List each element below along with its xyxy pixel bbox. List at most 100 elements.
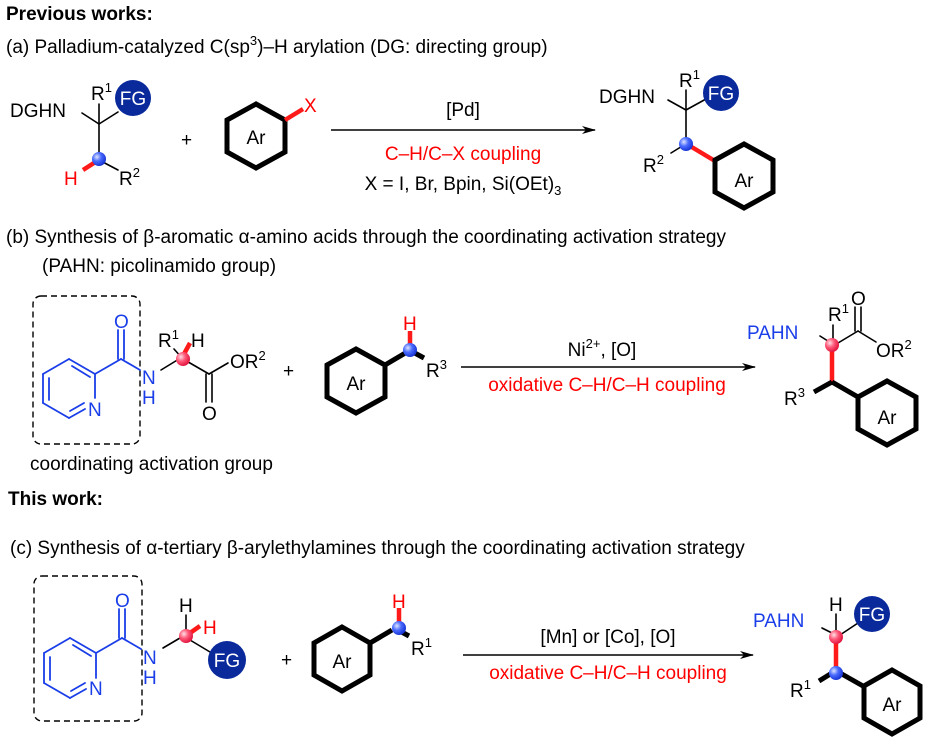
dghn-label: DGHN [10,101,66,122]
ar-label: Ar [883,695,903,716]
h-label: H [829,595,843,616]
header-previous-works: Previous works: [6,4,153,25]
h-label-red: H [64,169,78,190]
section-a-caption: (a) Palladium-catalyzed C(sp3)–H arylati… [6,33,548,58]
catalyst-label: Ni2+, [O] [568,336,637,361]
reactant-benzylic-substrate: Ar H R3 [324,314,447,416]
section-c-caption: (c) Synthesis of α-tertiary β-arylethyla… [10,538,745,559]
coordinating-group-label: coordinating activation group [30,454,273,475]
bond-ring-carbonyl [94,358,122,375]
dghn-label: DGHN [599,87,655,108]
h-label-red: H [392,592,406,613]
reactant-picolinamide-fg-substrate: N O N H H H FG [33,575,246,722]
r1-label: R1 [790,677,811,702]
r3-label: R3 [426,357,447,382]
arene-ring [861,667,923,737]
section-b-caption-line2: (PAHN: picolinamido group) [42,256,276,277]
bond-c-oester [857,330,877,343]
bond-n-c [821,627,833,634]
coupling-type-label: oxidative C–H/C–H coupling [489,663,727,684]
arene-ring [855,378,919,448]
plus-sign: + [281,650,292,671]
r1-label: R1 [828,301,849,326]
header-this-work: This work: [8,489,103,510]
pahn-label: PAHN [747,323,798,344]
bond-c-fg [685,98,707,111]
r1-label: R1 [411,635,432,660]
fg-circle [854,596,890,632]
amide-n-label: N [143,648,157,669]
r1-label: R1 [679,67,700,92]
blue-reactive-carbon [92,152,106,166]
r2-label: R2 [643,152,664,177]
reaction-arrow-a: [Pd] C–H/C–X coupling X = I, Br, Bpin, S… [331,100,596,198]
bond-ring-carbonyl [95,637,123,654]
bond-n-calpha [160,358,180,371]
bond-ring-benzylic [368,627,394,646]
h-label-red: H [403,314,417,335]
or2-label: OR2 [230,348,266,373]
bond-n-c [81,112,100,125]
h-label-black: H [179,596,193,617]
blue-reactive-carbon [679,137,693,151]
carbonyl-o-label: O [851,289,866,310]
section-b-caption-line1: (b) Synthesis of β-aromatic α-amino acid… [6,227,726,248]
amide-n-label: N [142,368,156,389]
bond-ring-benzylic [383,349,409,368]
bond-carbonyl-n [120,358,141,371]
ar-label: Ar [878,408,898,429]
catalyst-label: [Mn] or [Co], [O] [540,627,675,648]
coupling-type-label: oxidative C–H/C–H coupling [488,375,726,396]
product-b: PAHN R1 O OR2 R3 Ar [747,289,919,448]
or2-label: OR2 [876,337,912,362]
red-reactive-carbon [179,629,193,643]
ar-label: Ar [347,374,367,395]
fg-circle [703,75,739,111]
r2-label: R2 [119,165,140,190]
bond-c-x-highlight [283,107,305,122]
amide-h-label: H [143,668,157,689]
coordinating-group-box [32,295,141,445]
blue-reactive-carbon [829,666,843,680]
blue-reactive-carbon [403,343,417,357]
bond-c-ring [830,379,860,400]
section-c: (c) Synthesis of α-tertiary β-arylethyla… [10,538,923,737]
product-a: DGHN R1 FG R2 Ar [599,67,776,211]
x-label: X [304,96,317,117]
reactant-dghn-substrate: DGHN R1 FG H R2 [10,80,151,190]
red-reactive-carbon [825,338,839,352]
fg-label: FG [859,605,885,626]
pyridine-ring [43,637,97,699]
red-reactive-carbon [176,352,190,366]
pyridine-n-label: N [88,400,102,421]
r3-label: R3 [784,385,805,410]
x-options-label: X = I, Br, Bpin, Si(OEt)3 [365,174,562,198]
carbonyl-o-label: O [115,591,130,612]
bond-c-ring [838,670,865,689]
coordinating-group-box [33,575,143,722]
plus-sign: + [283,361,294,382]
blue-reactive-carbon [392,621,406,635]
section-b: (b) Synthesis of β-aromatic α-amino acid… [6,227,919,475]
bond-c-fg [839,622,859,636]
section-a: (a) Palladium-catalyzed C(sp3)–H arylati… [6,33,776,211]
ar-label: Ar [735,171,755,192]
bond-c-fg [98,111,119,125]
reactant-aryl-halide: Ar X [224,96,317,171]
pyridine-n-label: N [89,679,103,700]
bond-calpha-h-highlight [182,341,192,356]
bond-n-c [667,99,687,111]
reactant-picolinamide-amino-ester: N O N H R1 H O OR2 [32,295,266,445]
h-label: H [191,331,205,352]
ester-carbonyl-o-label: O [202,404,217,425]
fg-label: FG [120,89,146,110]
bond-c-fg [189,639,211,653]
bond-n-c [162,637,181,649]
bond-new-c-ar-highlight [688,144,717,163]
r1-label: R1 [158,327,179,352]
carbonyl-o-label: O [114,312,129,333]
r1-label: R1 [91,80,112,105]
bond-c-carbonyl [837,330,859,344]
h-label-red: H [203,618,217,639]
pyridine-ring [42,358,96,419]
